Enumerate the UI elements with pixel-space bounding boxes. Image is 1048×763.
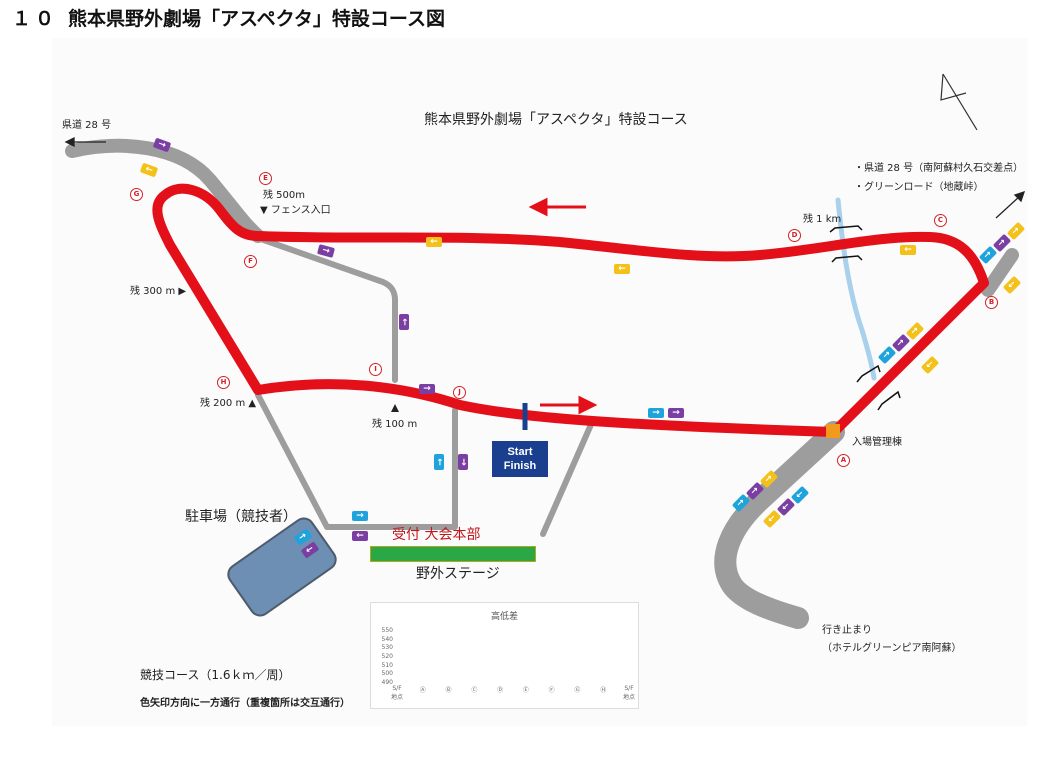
heading-title: 熊本県野外劇場「アスペクタ」特設コース図 <box>68 8 445 30</box>
oneway-cyan-icon: ← <box>434 454 444 470</box>
river <box>835 197 877 381</box>
course-title: 熊本県野外劇場「アスペクタ」特設コース <box>424 112 688 128</box>
start-finish-box: Start Finish <box>492 441 548 477</box>
oneway-yellow-icon: ← <box>426 237 442 247</box>
elevation-x-label: S/F 地点 <box>390 685 403 701</box>
legend-course: 競技コース（1.6ｋｍ／周） <box>140 668 291 682</box>
elevation-x-label: Ⓓ <box>497 687 504 694</box>
distance-d: 残 1 km <box>803 214 842 225</box>
parking-label: 駐車場（競技者） <box>185 509 297 525</box>
marker-e: E <box>259 172 272 185</box>
entrance-building: 入場管理棟 <box>852 437 902 448</box>
elevation-x-label: Ⓖ <box>574 687 581 694</box>
stage-label: 野外ステージ <box>416 566 500 582</box>
marker-f: F <box>244 255 257 268</box>
legend-arrow: 色矢印方向に一方通行（重複箇所は交互通行） <box>140 698 350 709</box>
dead-end-label: 行き止まり <box>822 625 872 636</box>
oneway-yellow-icon: ← <box>900 245 916 255</box>
marker-d: D <box>788 229 801 242</box>
elevation-x-label: S/F 地点 <box>622 685 635 701</box>
elevation-y-tick: 550 <box>381 627 393 634</box>
start-text: Start <box>507 446 533 458</box>
oneway-purple-icon: ← <box>352 531 368 541</box>
distance-e: 残 500m <box>263 190 306 201</box>
oneway-purple-icon: → <box>668 408 684 418</box>
marker-c: C <box>934 214 947 227</box>
elevation-y-tick: 520 <box>381 653 393 660</box>
heading-number: １０ <box>12 8 59 30</box>
reception-label: 受付 大会本部 <box>392 527 481 543</box>
direction-arrow-icon <box>528 197 598 415</box>
right-note-2: ・グリーンロード（地蔵峠） <box>854 182 984 193</box>
elevation-y-tick: 540 <box>381 635 393 643</box>
race-course <box>152 183 989 437</box>
oneway-purple-icon: → <box>419 384 435 394</box>
distance-i: 残 100 m <box>372 419 418 430</box>
right-note-1: ・県道 28 号（南阿蘇村久石交差点） <box>854 163 1024 174</box>
outdoor-stage <box>370 546 536 562</box>
page-heading: １０ 熊本県野外劇場「アスペクタ」特設コース図 <box>12 4 445 31</box>
bridge-marks <box>829 225 901 411</box>
marker-j: J <box>453 386 466 399</box>
elevation-x-label: Ⓐ <box>419 687 426 694</box>
oneway-yellow-icon: ← <box>614 264 630 274</box>
oneway-cyan-icon: → <box>648 408 664 418</box>
elevation-y-tick: 510 <box>381 661 393 669</box>
gray-roads <box>65 138 1019 629</box>
oneway-purple-icon: → <box>458 454 468 470</box>
entrance-gate <box>826 424 840 438</box>
fence-entrance: ▼ フェンス入口 <box>260 205 331 216</box>
distance-h: 残 200 m ▲ <box>200 398 257 409</box>
marker-triangle-icon <box>391 404 399 412</box>
elevation-x-label: Ⓗ <box>600 687 607 694</box>
elevation-y-tick: 500 <box>381 670 393 678</box>
elevation-title: 高低差 <box>490 612 518 622</box>
road-label-top-left: 県道 28 号 <box>62 120 112 131</box>
elevation-x-label: Ⓑ <box>445 687 452 694</box>
oneway-cyan-icon: → <box>352 511 368 521</box>
marker-i: I <box>369 363 382 376</box>
finish-text: Finish <box>503 460 537 472</box>
exit-arrow-icon <box>64 136 1026 219</box>
elevation-x-label: Ⓕ <box>548 687 555 694</box>
marker-g: G <box>130 188 143 201</box>
north-arrow-icon <box>940 73 978 131</box>
dead-end-sub-label: （ホテルグリーンピア南阿蘇） <box>822 643 962 654</box>
parking-lot <box>227 517 337 617</box>
distance-g: 残 300 m ▶ <box>130 286 187 297</box>
marker-h: H <box>217 376 230 389</box>
elevation-y-tick: 530 <box>381 644 393 652</box>
elevation-x-label: Ⓒ <box>471 687 478 694</box>
marker-a: A <box>837 454 850 467</box>
marker-b: B <box>985 296 998 309</box>
oneway-purple-icon: ← <box>399 314 409 330</box>
elevation-y-tick: 490 <box>381 679 393 686</box>
elevation-x-label: Ⓔ <box>522 687 529 694</box>
